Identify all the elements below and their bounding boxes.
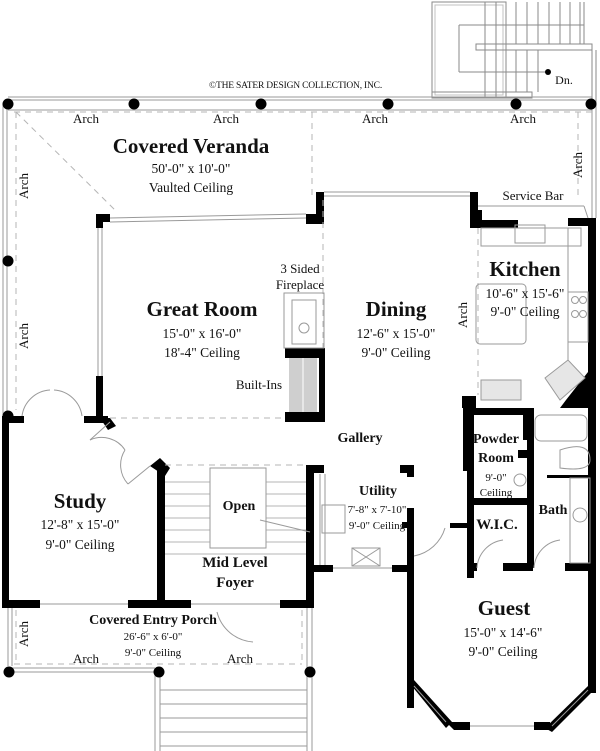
great-room-size: 15'-0" x 16'-0" [162, 326, 242, 341]
arch-label-top-1: Arch [73, 111, 99, 126]
foyer-name-line1: Mid Level [202, 555, 268, 571]
veranda-name: Covered Veranda [112, 134, 270, 158]
dining-size: 12'-6" x 15'-0" [356, 326, 436, 341]
arch-label-porch-bottom-1: Arch [73, 651, 99, 666]
kitchen-ceiling: 9'-0" Ceiling [490, 304, 560, 319]
arch-label-kitchen-dining: Arch [455, 302, 470, 328]
dining-name: Dining [365, 297, 427, 321]
study-doors [21, 389, 151, 485]
guest-ceiling: 9'-0" Ceiling [468, 644, 538, 659]
service-bar-label: Service Bar [502, 188, 564, 203]
guest-name: Guest [477, 596, 531, 620]
utility-ceiling: 9'-0" Ceiling [348, 520, 406, 532]
dining-ceiling: 9'-0" Ceiling [361, 345, 431, 360]
kitchen-fixtures [475, 224, 589, 401]
powder-room-ceiling-line1: 9'-0" [485, 472, 507, 484]
great-room-ceiling: 18'-4" Ceiling [164, 345, 240, 360]
porch-dashed [14, 610, 303, 665]
kitchen-name: Kitchen [489, 257, 561, 281]
porch-columns [3, 666, 316, 678]
kitchen-size: 10'-6" x 15'-6" [485, 286, 565, 301]
arch-label-porch-bottom-2: Arch [227, 651, 253, 666]
veranda-size: 50'-0" x 10'-0" [151, 161, 231, 176]
bath-fixtures [476, 414, 591, 569]
entry-porch-name: Covered Entry Porch [89, 613, 217, 628]
walls [2, 192, 596, 732]
open-label: Open [222, 499, 256, 514]
arch-label-veranda-right: Arch [570, 152, 585, 178]
gallery-name: Gallery [337, 431, 383, 446]
arch-label-porch-left: Arch [16, 621, 31, 647]
arch-label-top-2: Arch [213, 111, 239, 126]
utility-fixtures [319, 474, 446, 567]
fireplace-label-line1: 3 Sided [280, 261, 320, 276]
powder-room-name-line2: Room [478, 451, 514, 466]
stair-dot [545, 69, 551, 75]
veranda-ceiling: Vaulted Ceiling [148, 180, 234, 195]
great-room-name: Great Room [146, 297, 258, 321]
foyer-name-line2: Foyer [216, 575, 254, 591]
top-stair [431, 1, 597, 108]
wic-name: W.I.C. [476, 517, 518, 533]
guest-size: 15'-0" x 14'-6" [463, 625, 543, 640]
fireplace-label-line2: Fireplace [275, 277, 325, 292]
arch-label-veranda-left-upper: Arch [16, 173, 31, 199]
thin-lines [40, 191, 589, 727]
utility-name: Utility [358, 484, 398, 499]
veranda-dashed-beams [14, 111, 592, 410]
bath-name: Bath [538, 503, 568, 518]
copyright-notice: ©THE SATER DESIGN COLLECTION, INC. [209, 81, 382, 91]
study-name: Study [53, 489, 107, 513]
arch-label-top-4: Arch [510, 111, 536, 126]
arch-label-top-3: Arch [362, 111, 388, 126]
arch-label-veranda-left-lower: Arch [16, 323, 31, 349]
powder-room-ceiling-line2: Ceiling [479, 487, 513, 499]
built-ins-label: Built-Ins [235, 377, 283, 392]
veranda-columns [2, 98, 597, 422]
powder-room-name-line1: Powder [473, 432, 519, 447]
entry-porch-size: 26'-6" x 6'-0" [123, 631, 183, 643]
study-ceiling: 9'-0" Ceiling [45, 537, 115, 552]
study-size: 12'-8" x 15'-0" [40, 517, 120, 532]
stair-down-label: Dn. [555, 73, 573, 87]
utility-size: 7'-8" x 7'-10" [347, 504, 407, 516]
entry-porch-ceiling: 9'-0" Ceiling [124, 647, 182, 659]
entry-porch [7, 608, 313, 751]
fireplace [283, 292, 325, 412]
foyer-stairs [165, 467, 311, 555]
